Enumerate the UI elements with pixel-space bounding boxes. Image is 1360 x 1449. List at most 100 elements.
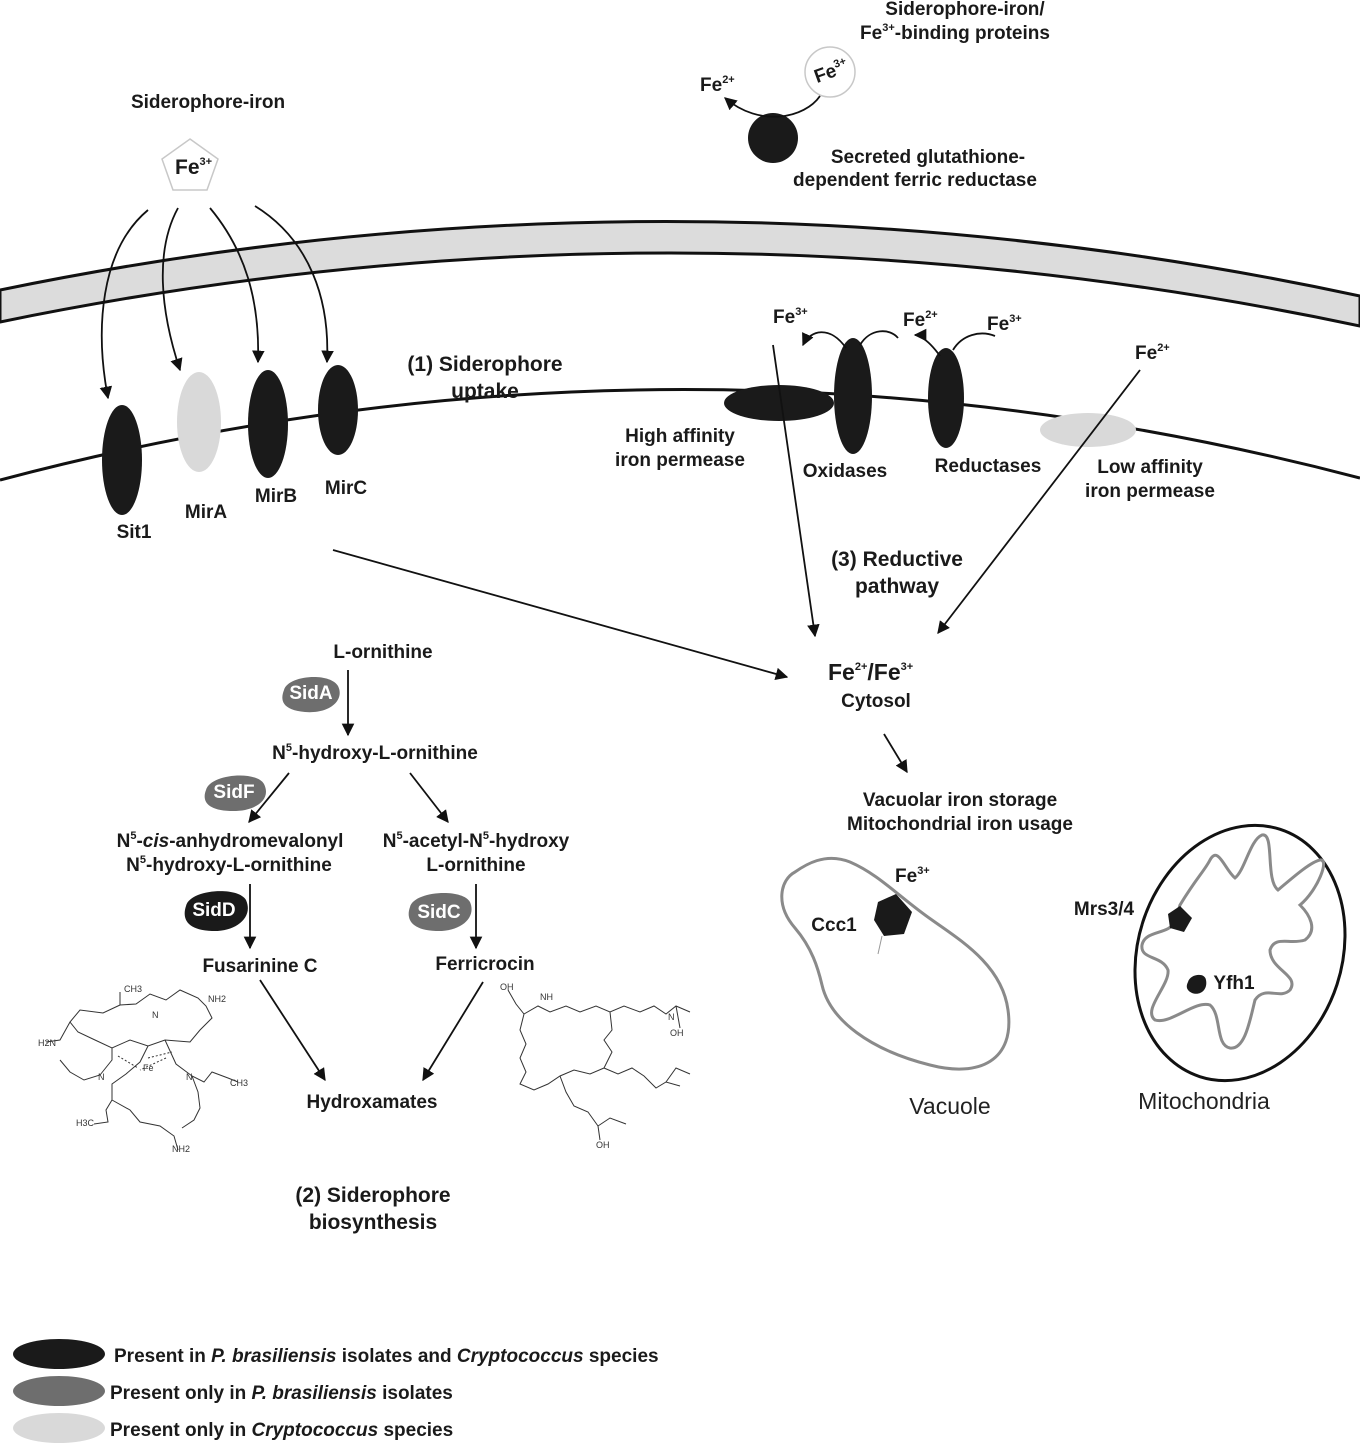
sidd-enzyme [184,891,248,932]
sidc-enzyme [408,893,472,932]
left-cis: cis [143,831,169,852]
siderophore-to-cytosol-arrow [332,549,789,681]
fusarinine-c-structure [45,989,239,1151]
reductive-fe-d: Fe [1135,343,1157,364]
hydroxamates-label: Hydroxamates [307,1092,438,1113]
binding-proteins-line1: Siderophore-iron/ [885,0,1045,20]
fus-ch3-right: CH3 [230,1078,248,1088]
oxidases-label: Oxidases [803,461,888,482]
cytosol-fe2-charge: 3+ [901,661,914,673]
ccc1-stem [877,935,883,955]
high-affinity-label-line2: iron permease [615,450,745,471]
siderophore-fe-charge: 3+ [200,156,213,168]
reductive-fe-c: Fe [987,314,1009,335]
fus-nh2-bottom: NH2 [172,1144,190,1154]
oxidase-arrow-in [859,330,899,346]
step1-label: -hydroxy-L-ornithine [292,743,478,764]
svg-text:Fe3+: Fe3+ [987,313,1022,335]
mitochondria-cristae [1140,833,1326,1050]
low-affinity-to-cytosol-arrow [937,369,1141,634]
oxidase-arrow [802,331,847,349]
reductase-arrow [913,328,941,357]
sit1-transporter [102,405,142,515]
mira-label: MirA [185,502,228,523]
svg-text:Fe2+/Fe3+: Fe2+/Fe3+ [828,659,913,685]
cytosol-slash: / [867,659,874,685]
fer-nh-top: NH [540,992,553,1002]
legend-item-cryptococcus: Present only in Cryptococcus species [110,1420,453,1441]
cytosol-fe2: Fe [874,659,901,685]
fus-n-left: N [98,1072,105,1082]
binding-proteins-fe-charge: 3+ [882,22,895,34]
binding-proteins-fe: Fe [860,23,882,44]
mitochondria-outer [1133,823,1347,1083]
svg-text:Fe3+: Fe3+ [895,865,930,887]
ccc1-label: Ccc1 [811,915,857,936]
svg-text:N5-cis-anhydromevalonyl: N5-cis-anhydromevalonyl [117,830,344,852]
left-label: -anhydromevalonyl [169,831,343,852]
svg-text:N5-hydroxy-L-ornithine: N5-hydroxy-L-ornithine [126,854,332,876]
right-sup2: 5 [483,830,489,842]
svg-text:Fe2+: Fe2+ [903,309,938,331]
svg-text:Fe2+: Fe2+ [1135,342,1170,364]
step1-sup: 5 [286,742,292,754]
sidd-label: SidD [192,900,235,921]
arrow-to-mirc [254,205,334,364]
siderophore-uptake-subtitle: uptake [451,380,519,403]
low-affinity-label-line1: Low affinity [1097,457,1203,478]
hydroxy-to-right-arrow [409,772,449,823]
fer-oh-top: OH [500,982,514,992]
sida-enzyme [282,676,340,713]
ferricrocin-to-hydroxamates-arrow [422,981,484,1082]
left2-sup: 5 [140,854,146,866]
cytosol-fe1-charge: 2+ [855,661,868,673]
oxidase [834,338,872,454]
siderophore-uptake-title: (1) Siderophore [407,353,562,376]
mirb-label: MirB [255,486,297,507]
arrow-to-sit1 [99,209,149,400]
arrow-to-mirb [209,207,265,364]
high-affinity-permease [724,385,834,421]
reductive-fe-b: Fe [903,310,925,331]
mrs34-transporter [1168,906,1192,932]
siderophore-iron-label: Siderophore-iron [131,92,285,113]
reductases-label: Reductases [935,456,1042,477]
low-affinity-label-line2: iron permease [1085,481,1215,502]
reduction-arrow [724,95,821,118]
fus-h3c-left: H3C [76,1118,95,1128]
sidf-enzyme [204,775,266,812]
storage-line1: Vacuolar iron storage [863,790,1057,811]
hydroxy-to-left-arrow [248,772,290,823]
svg-text:Fe3+-binding proteins: Fe3+-binding proteins [860,22,1050,44]
siderophore-pentagon [161,138,219,191]
binding-fe-left-charge: 2+ [722,74,735,86]
reductase [928,348,964,448]
ccc1-transporter [874,894,912,936]
biosynthesis-subtitle: biosynthesis [309,1211,437,1234]
yfh1-protein [1186,974,1207,994]
ferricrocin-label: Ferricrocin [435,954,534,975]
reductase-label-line2: dependent ferric reductase [793,170,1037,191]
right-n: N [383,831,397,852]
vacuole-fe-charge: 3+ [917,865,930,877]
l-ornithine-label: L-ornithine [333,642,432,663]
binding-fe-left: Fe [700,75,722,96]
mirb-transporter [248,370,288,478]
fer-oh-right: OH [670,1028,684,1038]
left2-n: N [126,855,140,876]
high-affinity-to-cytosol-arrow [772,344,820,638]
high-affinity-label-line1: High affinity [625,426,735,447]
sidf-label: SidF [213,782,254,803]
svg-text:Fe2+: Fe2+ [700,74,735,96]
reductase-label-line1: Secreted glutathione- [831,147,1025,168]
reductive-fe-a-charge: 3+ [795,306,808,318]
reductive-fe-d-charge: 2+ [1157,342,1170,354]
legend-swatch-brasiliensis [13,1376,105,1406]
mitochondria-label: Mitochondria [1138,1088,1270,1114]
cytosol-to-storage-arrow [883,733,908,774]
low-affinity-permease [1040,413,1136,447]
sidc-label: SidC [417,902,461,923]
legend-swatch-cryptococcus [13,1413,105,1443]
legend-swatch-both [13,1339,105,1369]
